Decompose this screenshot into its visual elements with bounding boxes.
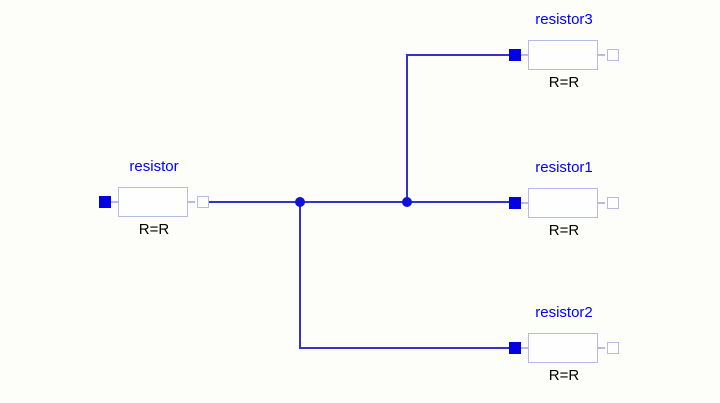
component-resistor3[interactable]: resistor3 R=R: [509, 11, 619, 91]
component-resistor[interactable]: resistor R=R: [99, 158, 209, 238]
resistor-body[interactable]: [528, 40, 598, 70]
component-param-label: R=R: [548, 74, 580, 91]
component-name-label: resistor3: [535, 11, 593, 28]
component-name-label: resistor: [129, 158, 179, 175]
component-param-label: R=R: [138, 221, 170, 238]
pin-lead-icon: [188, 201, 195, 203]
pin-lead-icon: [598, 347, 605, 349]
component-param-label: R=R: [548, 222, 580, 239]
pin-p-filled-square[interactable]: [509, 49, 521, 61]
pin-p-filled-square[interactable]: [509, 342, 521, 354]
pin-lead-icon: [598, 202, 605, 204]
junction-dot-2[interactable]: [402, 197, 412, 207]
pin-lead-icon: [521, 347, 528, 349]
wire-branch-up-resistor3[interactable]: [406, 54, 510, 202]
component-resistor1[interactable]: resistor1 R=R: [509, 159, 619, 239]
pin-n-open-square[interactable]: [607, 342, 619, 354]
pin-lead-icon: [521, 202, 528, 204]
pin-p-filled-square[interactable]: [99, 196, 111, 208]
pin-n-open-square[interactable]: [197, 196, 209, 208]
wire-branch-down-resistor2[interactable]: [299, 202, 510, 349]
pin-n-open-square[interactable]: [607, 49, 619, 61]
component-resistor2[interactable]: resistor2 R=R: [509, 304, 619, 384]
component-param-label: R=R: [548, 367, 580, 384]
pin-lead-icon: [598, 54, 605, 56]
pin-p-filled-square[interactable]: [509, 197, 521, 209]
pin-lead-icon: [521, 54, 528, 56]
component-name-label: resistor2: [535, 304, 593, 321]
pin-n-open-square[interactable]: [607, 197, 619, 209]
pin-lead-icon: [111, 201, 118, 203]
junction-dot-1[interactable]: [295, 197, 305, 207]
resistor-body[interactable]: [118, 187, 188, 217]
resistor-body[interactable]: [528, 333, 598, 363]
component-name-label: resistor1: [535, 159, 593, 176]
resistor-body[interactable]: [528, 188, 598, 218]
